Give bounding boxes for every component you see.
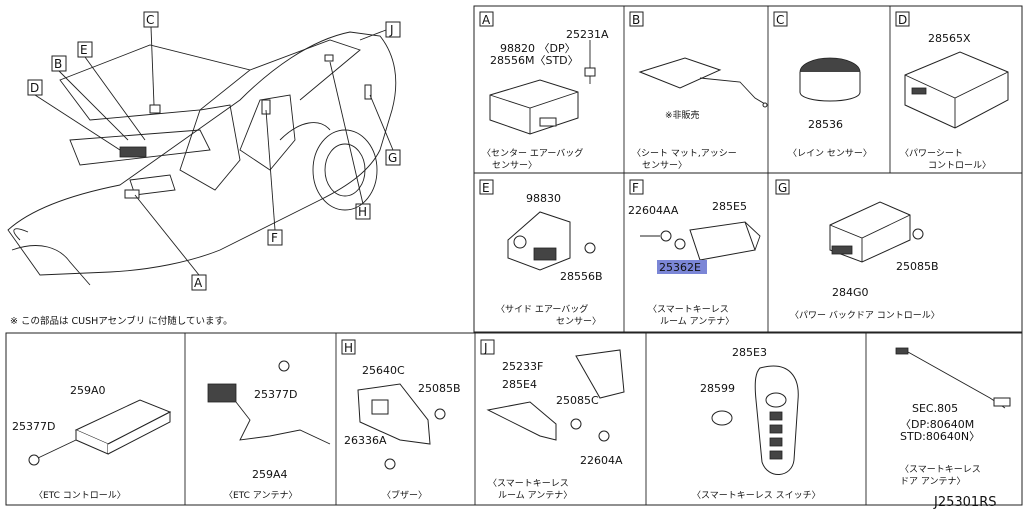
svg-text:285E5: 285E5 [712,200,747,213]
svg-text:B: B [632,13,640,27]
svg-text:〈レイン センサー〉: 〈レイン センサー〉 [788,148,872,159]
callout-a: A [194,276,203,290]
svg-text:22604AA: 22604AA [628,204,679,217]
callout-f: F [271,231,278,245]
svg-text:E: E [482,181,490,195]
svg-text:センサー〉: センサー〉 [642,160,687,171]
svg-text:284G0: 284G0 [832,286,869,299]
svg-text:25085B: 25085B [418,382,461,395]
svg-text:H: H [344,341,353,355]
panel-g: G 25085B 284G0 〈パワー バックドア コントロール〉 [775,179,940,321]
svg-text:〈DP:80640M: 〈DP:80640M [900,418,974,431]
svg-text:259A0: 259A0 [70,384,106,397]
svg-text:25085B: 25085B [896,260,939,273]
svg-text:〈ブザー〉: 〈ブザー〉 [382,489,427,501]
panel-etc-control: 259A0 25377D 〈ETC コントロール〉 [12,384,172,501]
svg-text:〈サイド エアーバッグ: 〈サイド エアーバッグ [496,303,588,315]
panel-e: E 98830 28556B 〈サイド エアーバッグ センサー〉 [479,179,603,327]
panel-c: C 28536 〈レイン センサー〉 [773,11,872,159]
svg-text:センサー〉: センサー〉 [492,160,537,171]
highlight-25362e [657,260,707,274]
svg-text:〈ETC コントロール〉: 〈ETC コントロール〉 [34,490,126,501]
svg-text:28565X: 28565X [928,32,971,45]
svg-text:ドア アンテナ〉: ドア アンテナ〉 [900,476,966,487]
panel-j: J 25233F 285E4 25085C 22604A 〈スマートキーレス ル… [480,339,625,501]
svg-text:F: F [632,181,639,195]
svg-text:ルーム アンテナ〉: ルーム アンテナ〉 [660,316,734,327]
panel-a: A 25231A 98820 〈DP〉 28556M〈STD〉 〈センター エア… [479,11,609,171]
callout-b: B [54,57,62,71]
overview-callouts: C E B D A F G H J [27,11,401,291]
svg-text:25640C: 25640C [362,364,405,377]
callout-h: H [358,205,367,219]
callout-e: E [80,43,88,57]
svg-text:〈スマートキーレス: 〈スマートキーレス [900,464,981,475]
svg-text:コントロール〉: コントロール〉 [928,160,991,171]
svg-text:ルーム アンテナ〉: ルーム アンテナ〉 [498,490,572,501]
svg-text:〈スマートキーレス: 〈スマートキーレス [648,304,729,315]
svg-text:〈パワー バックドア コントロール〉: 〈パワー バックドア コントロール〉 [790,310,940,321]
panel-d: D 28565X 〈パワーシート コントロール〉 [895,11,1009,171]
svg-text:26336A: 26336A [344,434,387,447]
svg-text:98820 〈DP〉: 98820 〈DP〉 [500,42,576,55]
panel-b: B ※非販売 〈シート マット,アッシー センサー〉 [629,11,768,171]
svg-text:SEC.805: SEC.805 [912,402,958,415]
svg-text:J: J [483,341,488,355]
svg-text:センサー〉: センサー〉 [556,316,601,327]
svg-text:D: D [898,13,907,27]
svg-text:〈シート マット,アッシー: 〈シート マット,アッシー [632,148,737,159]
svg-text:98830: 98830 [526,192,561,205]
svg-text:〈スマートキーレス: 〈スマートキーレス [488,478,569,489]
svg-text:C: C [776,13,784,27]
footnote: ※ この部品は CUSHアセンブリ に付随しています。 [10,315,233,327]
svg-text:28556M〈STD〉: 28556M〈STD〉 [490,54,579,67]
svg-text:※非販売: ※非販売 [665,109,700,121]
callout-c: C [146,13,154,27]
callout-j: J [389,23,394,37]
svg-text:STD:80640N〉: STD:80640N〉 [900,430,980,443]
svg-text:25377D: 25377D [254,388,297,401]
svg-text:〈スマートキーレス スイッチ〉: 〈スマートキーレス スイッチ〉 [692,490,821,501]
svg-text:〈パワーシート: 〈パワーシート [900,148,963,159]
svg-text:285E4: 285E4 [502,378,537,391]
diagram-id: J25301RS [933,495,996,510]
svg-text:G: G [778,181,787,195]
panel-grid [5,5,1023,506]
svg-text:〈センター エアーバッグ: 〈センター エアーバッグ [482,147,583,159]
svg-text:28599: 28599 [700,382,735,395]
panel-h: H 25640C 25085B 26336A 〈ブザー〉 [341,339,461,501]
svg-text:22604A: 22604A [580,454,623,467]
svg-text:28556B: 28556B [560,270,603,283]
svg-text:A: A [482,13,491,27]
svg-text:28536: 28536 [808,118,843,131]
panel-etc-antenna: 25377D 259A4 〈ETC アンテナ〉 [207,360,331,501]
panel-switch: 285E3 28599 〈スマートキーレス スイッチ〉 [692,346,821,501]
panel-f: F 22604AA 285E5 25362E 〈スマートキーレス ルーム アンテ… [628,179,761,327]
vehicle-overview [7,31,397,286]
panel-door-antenna: SEC.805 〈DP:80640M STD:80640N〉 〈スマートキーレス… [895,347,1011,487]
callout-d: D [30,81,39,95]
svg-text:25233F: 25233F [502,360,543,373]
svg-text:259A4: 259A4 [252,468,288,481]
svg-text:25377D: 25377D [12,420,55,433]
svg-text:25231A: 25231A [566,28,609,41]
svg-text:25085C: 25085C [556,394,599,407]
svg-text:〈ETC アンテナ〉: 〈ETC アンテナ〉 [224,490,297,501]
svg-text:285E3: 285E3 [732,346,767,359]
callout-g: G [388,151,397,165]
part-25362e: 25362E [659,261,701,274]
